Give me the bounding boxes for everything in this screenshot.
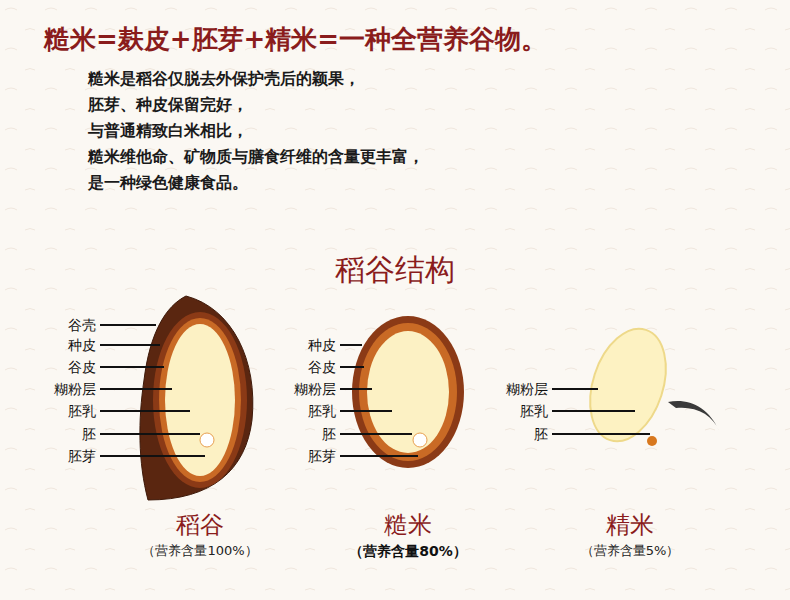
part-label: 谷皮 <box>68 359 96 376</box>
part-label: 胚 <box>534 426 548 443</box>
part-label: 谷皮 <box>308 359 336 376</box>
description-line: 糙米维他命、矿物质与膳食纤维的含量更丰富， <box>88 147 424 166</box>
description-line: 糙米是稻谷仅脱去外保护壳后的颖果， <box>88 69 360 88</box>
part-label: 胚芽 <box>68 448 96 465</box>
part-label: 胚乳 <box>308 403 336 420</box>
part-label: 种皮 <box>308 337 336 354</box>
part-label: 胚 <box>82 426 96 443</box>
part-label: 糊粉层 <box>54 381 96 398</box>
part-label: 糊粉层 <box>294 381 336 398</box>
rice-grain-white <box>577 319 679 451</box>
grain-name: 精米 <box>606 511 654 540</box>
nutrition-note: （营养含量100%） <box>142 543 257 559</box>
part-label: 胚芽 <box>308 448 336 465</box>
page-title: 糙米=麸皮+胚芽+精米=一种全营养谷物。 <box>44 24 547 55</box>
brush-stroke <box>668 401 720 432</box>
part-label: 胚乳 <box>68 403 96 420</box>
rice-grain-paddy <box>140 296 253 500</box>
part-label: 谷壳 <box>68 317 96 334</box>
part-label: 胚 <box>322 426 336 443</box>
description-line: 胚芽、种皮保留完好， <box>88 95 248 114</box>
leader-lines <box>100 325 650 456</box>
section-heading: 稻谷结构 <box>335 252 455 288</box>
grain-name: 糙米 <box>384 511 432 540</box>
grain-name: 稻谷 <box>176 511 224 540</box>
description-line: 与普通精致白米相比， <box>88 121 248 140</box>
nutrition-note: （营养含量5%） <box>581 543 680 559</box>
part-label: 胚乳 <box>520 403 548 420</box>
part-label: 种皮 <box>68 337 96 354</box>
part-label: 糊粉层 <box>506 381 548 398</box>
description-line: 是一种绿色健康食品。 <box>88 173 248 192</box>
nutrition-note: （营养含量80%） <box>349 543 467 560</box>
rice-grain-brown <box>352 316 464 468</box>
